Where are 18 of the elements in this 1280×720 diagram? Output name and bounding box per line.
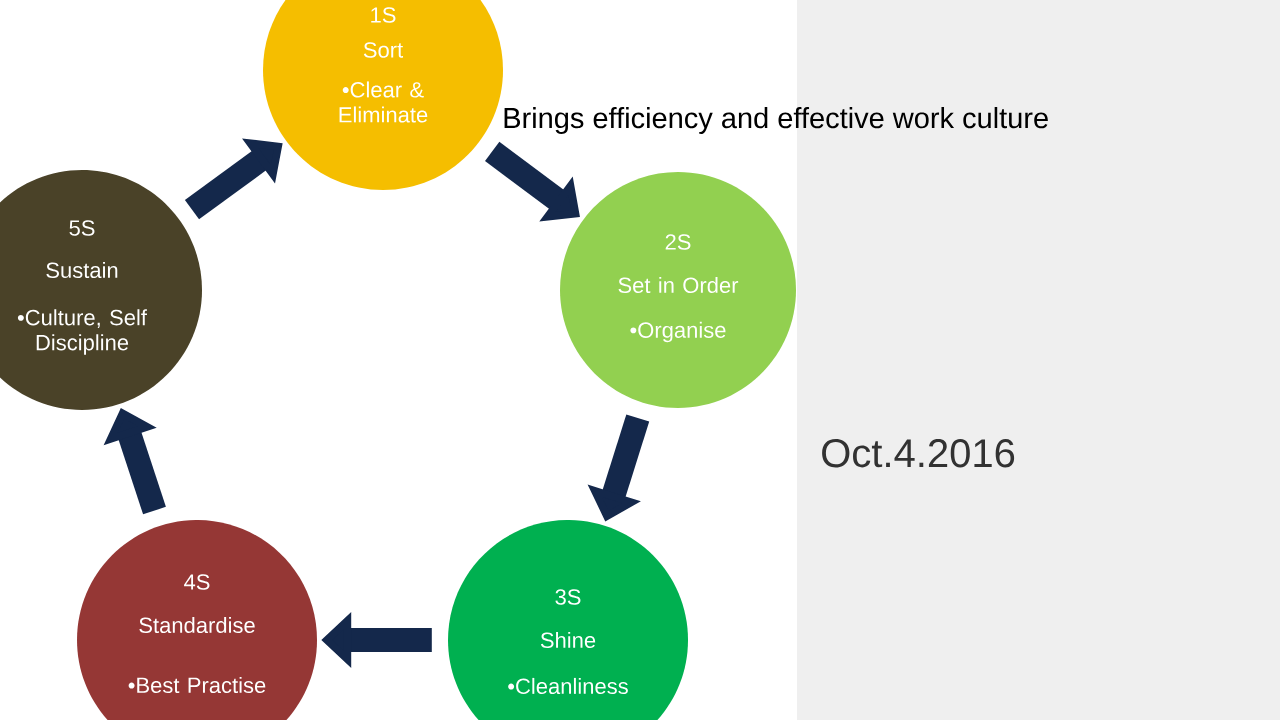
step-description: •Clear & Eliminate [339,81,428,123]
step-number: 5S [69,220,95,236]
step-description: •Culture, Self Discipline [17,309,147,355]
step-number: 1S [371,7,396,23]
title: Brings efficiency and effective work culture [504,107,1048,134]
step-name: Sustain [46,261,118,279]
step-name: Sort [363,42,404,58]
step-number: 4S [184,574,210,590]
step-description: •Organise [630,321,726,343]
step-name: Standardise [139,616,255,634]
step-number: 3S [555,589,581,605]
step-name: Shine [540,631,596,649]
step-description: •Cleanliness [508,677,628,695]
step-circle [560,172,796,408]
step-name: Set in Order [618,276,739,294]
step-number: 2S [665,234,691,250]
date-label: Oct.4.2016 [822,439,1015,468]
step-description: •Best Practise [128,676,266,694]
